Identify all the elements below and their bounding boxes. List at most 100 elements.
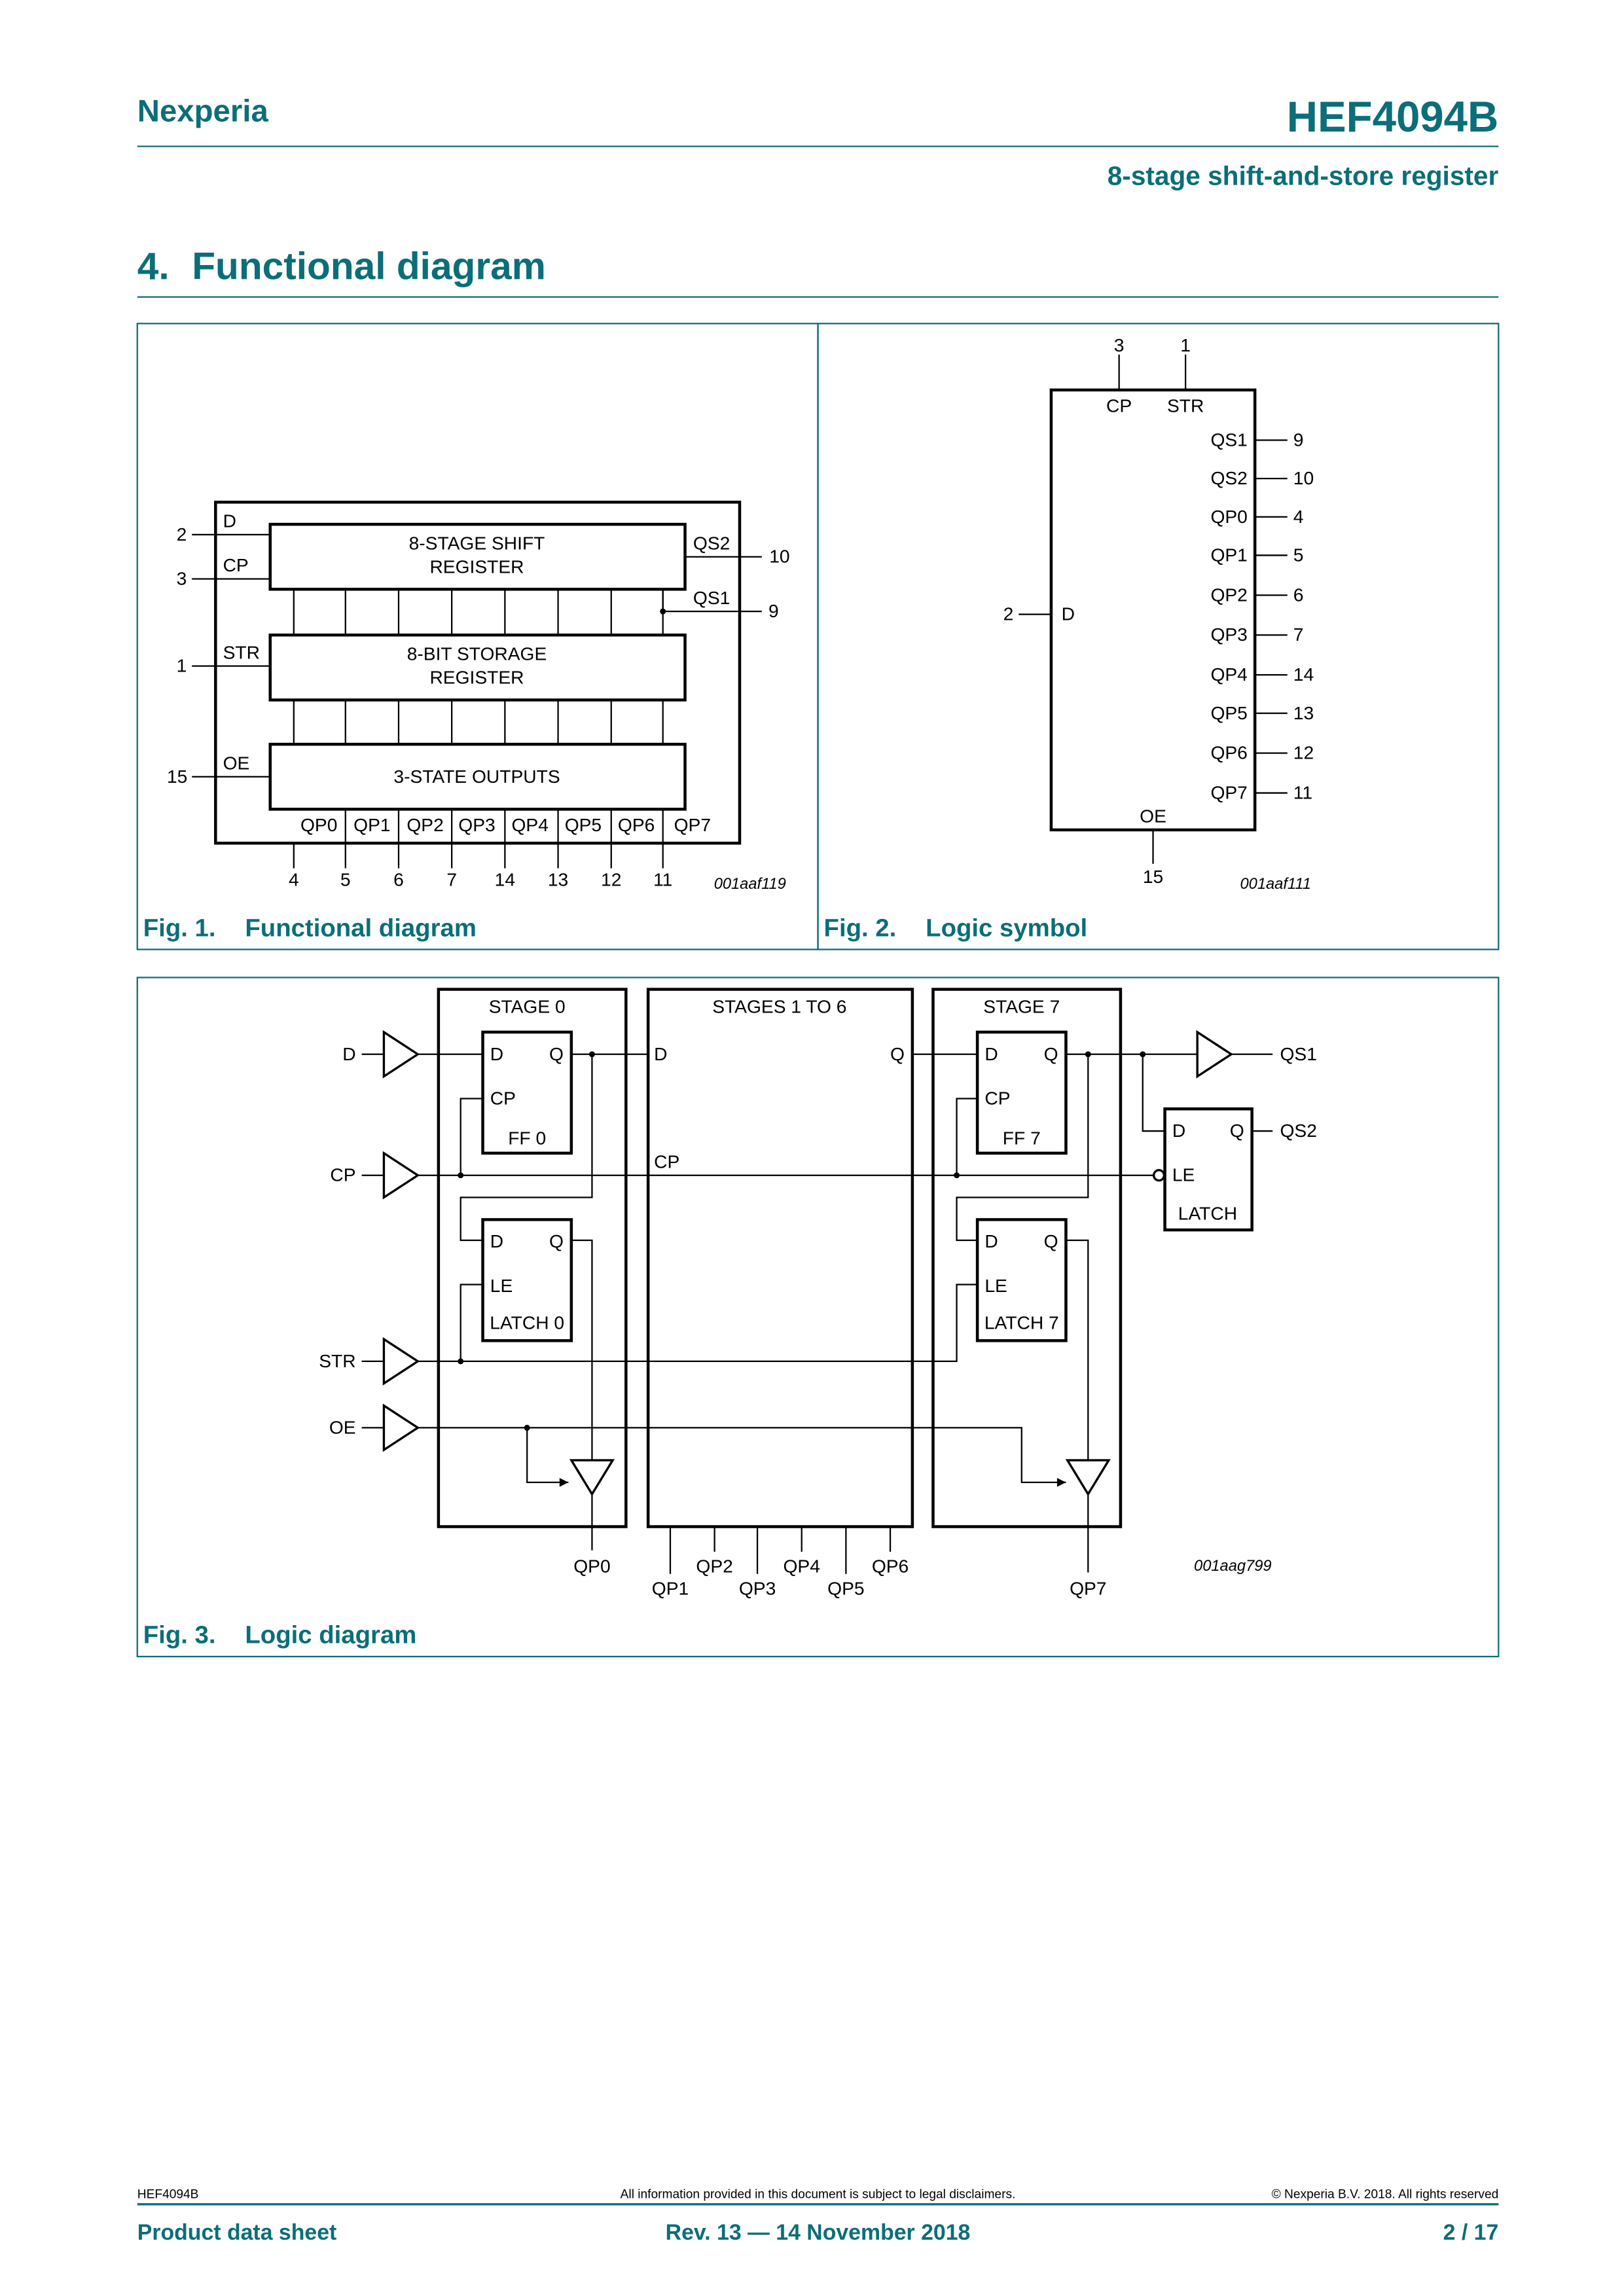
wiring — [418, 1053, 1273, 1573]
pin-label: Q — [1230, 1120, 1244, 1141]
doc-subtitle: 8-stage shift-and-store register — [1108, 160, 1499, 190]
pin-label: QP1 — [1210, 544, 1247, 565]
pin-label: QP7 — [1210, 782, 1247, 803]
pin-number: 9 — [768, 600, 779, 621]
pin-label: Q — [1044, 1043, 1058, 1064]
stage0-box — [437, 988, 628, 1528]
footer-copyright: © Nexperia B.V. 2018. All rights reserve… — [1272, 2188, 1499, 2202]
part-number: HEF4094B — [1287, 93, 1498, 141]
pin-label: QP6 — [1210, 742, 1247, 763]
stage-title: STAGE 0 — [489, 996, 566, 1017]
pin-label: QP3 — [1210, 624, 1247, 645]
output-label: QP2 — [696, 1555, 732, 1576]
output-label: QP7 — [674, 814, 711, 835]
pin-number: 14 — [1293, 664, 1314, 685]
block-name: LATCH — [1178, 1202, 1237, 1223]
input-buffer-icon — [382, 1336, 420, 1386]
pin-number: 13 — [548, 869, 568, 890]
pin-number: 2 — [1003, 603, 1014, 624]
block-name: FF 7 — [1003, 1127, 1041, 1148]
pin-number: 10 — [769, 546, 789, 567]
output-label: QS2 — [1280, 1120, 1316, 1141]
output-label: QP7 — [1070, 1577, 1106, 1598]
latch0-block — [481, 1218, 573, 1342]
qs2-latch-block — [1163, 1107, 1254, 1232]
output-label: QS2 — [693, 532, 730, 553]
junction-dot — [660, 608, 666, 615]
pin-label: CP — [654, 1151, 679, 1172]
block-name: FF 0 — [508, 1127, 546, 1148]
block-label: 8-STAGE SHIFT — [409, 532, 545, 553]
storage-register-block — [268, 633, 687, 702]
section-number: 4. — [137, 245, 170, 288]
pin-number: 5 — [1293, 544, 1304, 565]
pin-number: 11 — [1293, 782, 1312, 803]
pin-label: STR — [1167, 395, 1204, 416]
pin-number: 11 — [653, 869, 672, 890]
tristate-buffer-icon — [569, 1459, 615, 1497]
pin-label: OE — [1140, 806, 1166, 827]
input-label: D — [223, 511, 236, 531]
pin-number: 3 — [1114, 334, 1125, 355]
footer-revision: Rev. 13 — 14 November 2018 — [666, 2220, 971, 2245]
pin-label: QP5 — [1210, 702, 1247, 723]
pin-number: 14 — [495, 869, 515, 890]
latch7-block — [975, 1218, 1068, 1342]
figure-number: Fig. 3. — [143, 1621, 216, 1649]
pin-label: CP — [1106, 395, 1132, 416]
figure-caption: Logic symbol — [926, 914, 1087, 942]
stage-title: STAGE 7 — [983, 996, 1060, 1017]
input-label: STR — [223, 641, 260, 662]
pin-number: 2 — [177, 524, 187, 545]
tristate-buffer-icon — [1065, 1459, 1111, 1497]
figure-number: Fig. 1. — [143, 914, 216, 942]
pin-label: LE — [984, 1275, 1007, 1296]
output-label: QP1 — [652, 1577, 689, 1598]
fig1-functional-diagram: 8-STAGE SHIFT REGISTER 8-BIT STORAGE REG… — [143, 500, 790, 942]
pin-label: D — [490, 1043, 503, 1064]
pin-label: QP2 — [1210, 584, 1247, 605]
figure-code: 001aag799 — [1194, 1558, 1272, 1575]
arrow-head-icon — [559, 1478, 1066, 1487]
pin-label: CP — [490, 1087, 516, 1108]
pin-label: QS2 — [1210, 467, 1247, 488]
block-label: 8-BIT STORAGE — [407, 643, 547, 664]
brand-name: Nexperia — [137, 94, 269, 128]
pin-label: Q — [549, 1043, 564, 1064]
section-title: Functional diagram — [192, 245, 546, 288]
output-label: QP4 — [512, 814, 549, 835]
ff7-block — [975, 1030, 1068, 1155]
pin-number: 5 — [340, 869, 351, 890]
input-label: CP — [223, 554, 249, 575]
pin-number: 9 — [1293, 429, 1304, 450]
input-buffer-icon — [382, 1151, 420, 1200]
pin-number: 4 — [289, 869, 299, 890]
pin-number: 3 — [177, 568, 187, 589]
footer-page-number: 2 / 17 — [1443, 2220, 1499, 2245]
pin-label: Q — [890, 1043, 905, 1064]
pin-label: QP4 — [1210, 664, 1247, 685]
pin-number: 1 — [177, 655, 187, 676]
output-label: QP5 — [565, 814, 602, 835]
output-label: QP6 — [872, 1555, 909, 1576]
output-label: QP4 — [784, 1555, 820, 1576]
figure-code: 001aaf111 — [1240, 876, 1311, 893]
figure-number: Fig. 2. — [824, 914, 897, 942]
pin-number: 15 — [1143, 866, 1163, 887]
input-label: OE — [223, 752, 250, 773]
figure-caption: Functional diagram — [245, 914, 477, 942]
input-label: OE — [329, 1416, 356, 1437]
pin-number: 12 — [1293, 742, 1314, 763]
output-label: QP1 — [353, 814, 390, 835]
pin-label: D — [654, 1043, 667, 1064]
block-name: LATCH 0 — [490, 1312, 564, 1333]
output-label: QP6 — [618, 814, 655, 835]
outer-box — [214, 500, 742, 845]
pin-label: QS1 — [1210, 429, 1247, 450]
inversion-bubble — [1152, 1169, 1166, 1182]
pin-number: 1 — [1180, 334, 1191, 355]
qs1-buffer-icon — [1196, 1030, 1234, 1079]
block-label: REGISTER — [429, 667, 524, 688]
